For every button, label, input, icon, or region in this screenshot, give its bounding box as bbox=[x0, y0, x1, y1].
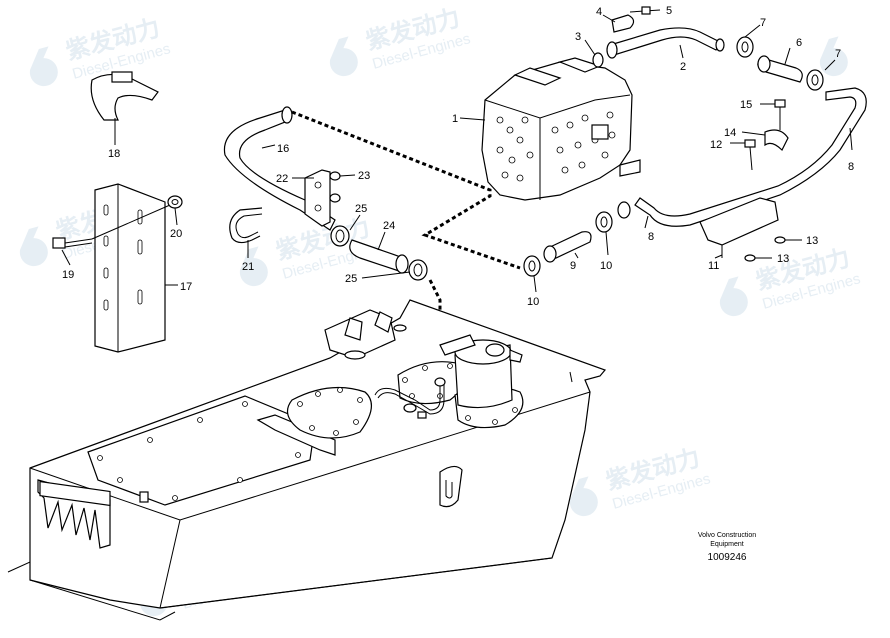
callout-5: 5 bbox=[666, 5, 672, 17]
callout-13b: 13 bbox=[777, 253, 789, 265]
callout-18: 18 bbox=[108, 148, 120, 160]
callout-23: 23 bbox=[358, 170, 370, 182]
part-13-nut bbox=[774, 236, 802, 244]
tank-top-bracket bbox=[324, 309, 407, 360]
callout-24: 24 bbox=[383, 220, 395, 232]
part-19-bolt bbox=[52, 204, 171, 266]
callout-2: 2 bbox=[680, 61, 686, 73]
part-10-clamp bbox=[595, 211, 613, 256]
part-3-oring bbox=[584, 39, 604, 68]
callout-25: 25 bbox=[355, 203, 367, 215]
callout-17: 17 bbox=[180, 281, 192, 293]
part-1-valve bbox=[459, 57, 641, 201]
callout-15: 15 bbox=[740, 99, 752, 111]
part-6-hose bbox=[757, 47, 803, 83]
part-21-ubolt bbox=[229, 207, 263, 258]
part-15-bolt bbox=[760, 99, 786, 130]
callout-22: 22 bbox=[276, 173, 288, 185]
part-23-washers bbox=[329, 171, 356, 203]
part-4-clip bbox=[602, 14, 635, 33]
callout-6: 6 bbox=[796, 37, 802, 49]
callout-1: 1 bbox=[452, 113, 458, 125]
callout-10: 10 bbox=[600, 260, 612, 272]
part-7-clamp-b bbox=[806, 59, 836, 91]
callout-12: 12 bbox=[710, 139, 722, 151]
part-14-clip bbox=[741, 129, 789, 152]
part-11-bracket bbox=[699, 197, 779, 259]
part-number: 1009246 bbox=[708, 552, 747, 563]
callout-16: 16 bbox=[277, 143, 289, 155]
callout-20: 20 bbox=[170, 228, 182, 240]
part-25-clamp bbox=[330, 214, 361, 247]
callout-7b: 7 bbox=[835, 48, 841, 60]
callout-4: 4 bbox=[596, 6, 602, 18]
callout-14: 14 bbox=[724, 127, 736, 139]
callout-9: 9 bbox=[570, 260, 576, 272]
callout-13: 13 bbox=[806, 235, 818, 247]
callout-10b: 10 bbox=[527, 296, 539, 308]
brand-line-1: Volvo Construction bbox=[698, 532, 756, 539]
callout-19: 19 bbox=[62, 269, 74, 281]
part-10-clamp-b bbox=[523, 255, 541, 293]
part-17-bracket bbox=[94, 183, 178, 353]
hydraulic-tank bbox=[7, 299, 607, 621]
part-25-clamp-b bbox=[361, 259, 428, 281]
callout-21: 21 bbox=[242, 261, 254, 273]
callout-7: 7 bbox=[760, 17, 766, 29]
part-24-hose bbox=[349, 231, 409, 274]
tank-top-flanges bbox=[286, 334, 573, 439]
part-2-pipe bbox=[606, 27, 725, 59]
part-9-hose bbox=[543, 231, 592, 263]
part-7-clamp bbox=[736, 24, 761, 58]
part-5-bolt bbox=[629, 6, 661, 15]
callout-25b: 25 bbox=[345, 273, 357, 285]
part-18-strap bbox=[90, 71, 159, 145]
part-22-bracket bbox=[292, 169, 331, 227]
part-13-nut-b bbox=[744, 254, 772, 262]
callout-8b: 8 bbox=[648, 231, 654, 243]
part-8-pipe bbox=[617, 87, 867, 229]
part-20-washer bbox=[167, 195, 183, 226]
callout-3: 3 bbox=[575, 31, 581, 43]
callout-labels: 1 2 3 4 5 6 7 7 8 8 9 10 10 11 12 13 13 … bbox=[62, 5, 854, 308]
brand-line-2: Equipment bbox=[710, 541, 744, 548]
footer: Volvo Construction Equipment 1009246 bbox=[698, 532, 756, 563]
callout-11: 11 bbox=[708, 260, 719, 272]
callout-8: 8 bbox=[848, 161, 854, 173]
part-12-bolt bbox=[730, 139, 756, 171]
